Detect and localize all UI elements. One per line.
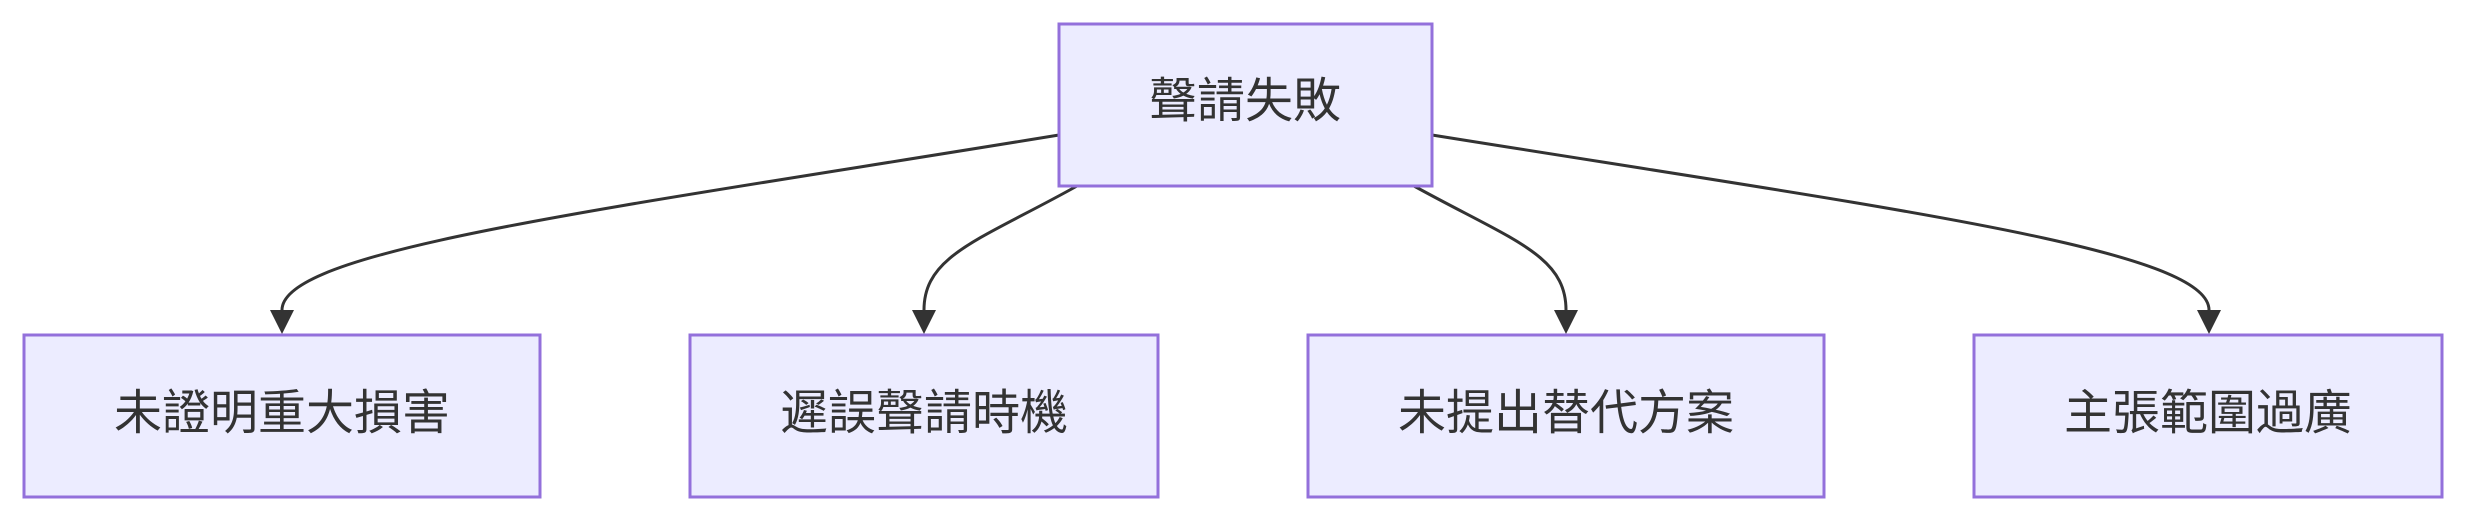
child-node-3-label: 未提出替代方案 [1398, 385, 1734, 441]
arrow-head-child-3 [1554, 310, 1578, 334]
child-node-4: 主張範圍過廣 [1972, 333, 2444, 499]
child-node-3: 未提出替代方案 [1306, 333, 1826, 499]
edges [270, 133, 2221, 334]
child-node-1-box [22, 333, 542, 499]
child-node-4-box [1972, 333, 2444, 499]
child-node-1-label: 未證明重大損害 [114, 385, 450, 441]
edge-root-to-child-2 [922, 184, 1078, 320]
edge-root-to-child-1 [280, 133, 1060, 320]
edge-root-to-child-4 [1431, 133, 2211, 320]
child-node-2-box [688, 333, 1160, 499]
arrow-head-child-4 [2197, 310, 2221, 334]
root-node: 聲請失敗 [1057, 22, 1434, 188]
child-node-1: 未證明重大損害 [22, 333, 542, 499]
child-node-2: 遲誤聲請時機 [688, 333, 1160, 499]
arrow-head-child-2 [912, 310, 936, 334]
root-node-box [1057, 22, 1434, 188]
child-node-4-label: 主張範圍過廣 [2064, 385, 2352, 441]
edge-root-to-child-3 [1413, 184, 1568, 320]
root-node-label: 聲請失敗 [1149, 73, 1341, 129]
child-node-2-label: 遲誤聲請時機 [780, 385, 1068, 441]
arrow-head-child-1 [270, 310, 294, 334]
child-node-3-box [1306, 333, 1826, 499]
